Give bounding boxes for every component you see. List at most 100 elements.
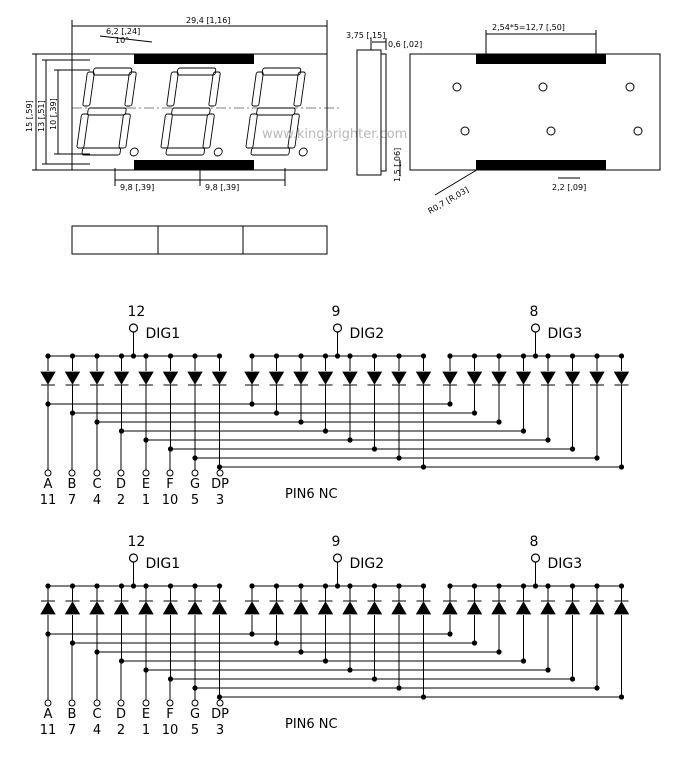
segment-pin-terminal [44, 699, 52, 707]
junction-dot [334, 353, 341, 359]
back-top-pins [476, 54, 606, 64]
diode [589, 371, 605, 385]
common-pin-number: 12 [128, 534, 146, 550]
segment-pin-terminal [117, 469, 125, 477]
segment-pin-terminal [191, 699, 199, 707]
diode [342, 371, 358, 385]
digit-label: DIG2 [350, 326, 385, 342]
diode [113, 601, 130, 615]
diode [515, 371, 532, 385]
common-pin-terminal [530, 323, 541, 333]
segment-outline [251, 71, 264, 107]
diode [244, 371, 260, 385]
common-pin-terminal [128, 323, 139, 333]
common-pin-number: 9 [332, 534, 341, 550]
segment-outline [92, 67, 133, 76]
dim-depth: 3,75 [,15] [346, 31, 385, 40]
segment-outline [171, 107, 211, 116]
diode [540, 371, 556, 385]
front-dimension-labels: 29,4 [1,16] 6,2 [,24] 10° 15 [,59] 13 [,… [25, 16, 239, 192]
segment-outline [81, 147, 121, 156]
segment-name: DP [211, 707, 229, 722]
common-pin-terminal [332, 323, 343, 333]
pin-note: PIN6 NC [285, 717, 338, 732]
diode [466, 601, 483, 615]
segment-name: C [92, 477, 101, 492]
segment-outline [166, 71, 179, 107]
diode [491, 601, 507, 615]
segment-name: F [166, 707, 173, 722]
diode [211, 601, 228, 615]
diode [442, 371, 458, 385]
diode [138, 371, 154, 385]
segment-outline [76, 113, 89, 149]
dim-pin-width: 2,2 [,09] [552, 183, 586, 192]
diode [211, 371, 228, 385]
diode [89, 601, 105, 615]
segment-pin-terminal [68, 699, 76, 707]
common-pin-number: 8 [530, 304, 539, 320]
segment-pin-number: 2 [117, 723, 125, 738]
segment-name: D [116, 477, 126, 492]
diode [162, 601, 179, 615]
digit-label: DIG1 [146, 326, 181, 342]
dim-digit-height: 10 [,39] [49, 98, 58, 130]
segment-pin-terminal [44, 469, 52, 477]
diode [366, 601, 383, 615]
common-pin-number: 8 [530, 534, 539, 550]
segment-outline [87, 107, 127, 116]
segment-pin-terminal [117, 699, 125, 707]
digit-outline-2 [160, 67, 223, 157]
diode [317, 371, 334, 385]
segment-name: DP [211, 477, 229, 492]
diode [187, 601, 203, 615]
dim-pitch-right: 9,8 [,39] [205, 183, 239, 192]
segment-pin-number: 4 [93, 723, 101, 738]
diode [162, 371, 179, 385]
back-bottom-pins [476, 160, 606, 170]
segment-pin-terminal [93, 469, 101, 477]
segment-name: C [92, 707, 101, 722]
back-view [409, 30, 661, 196]
diode [89, 371, 105, 385]
diode [40, 601, 56, 615]
segment-pin-terminal [216, 699, 224, 707]
back-dimension-labels: 2,54*5=12,7 [,50] 2,2 [,09] R0,7 [R,03] [427, 23, 587, 216]
segment-name: B [68, 477, 77, 492]
segment-pin-number: 3 [216, 723, 224, 738]
segment-pin-terminal [191, 469, 199, 477]
digit-glyphs [76, 67, 308, 157]
segment-name: A [44, 707, 53, 722]
dim-slant: 10° [115, 36, 129, 45]
junction-dot [532, 583, 539, 589]
diode [113, 371, 130, 385]
segment-name: E [142, 477, 150, 492]
segment-pin-terminal [166, 469, 174, 477]
dim-lead-thickness: 0,6 [,02] [388, 40, 422, 49]
diode [40, 371, 56, 385]
digit-outline-1 [76, 67, 139, 157]
segment-outline [287, 113, 300, 149]
segment-outline [118, 113, 131, 149]
common-pin-number: 12 [128, 304, 146, 320]
front-bottom-pins [134, 160, 254, 170]
common-pin-terminal [530, 553, 541, 563]
digit-label: DIG3 [548, 556, 583, 572]
segment-outline [176, 67, 217, 76]
diode [138, 601, 154, 615]
front-top-pins [134, 54, 254, 64]
watermark: www.kingbrighter.com [262, 127, 407, 142]
diode [317, 601, 334, 615]
dim-radius: R0,7 [R,03] [427, 185, 471, 215]
diode [366, 371, 383, 385]
segment-pin-terminal [166, 699, 174, 707]
segment-outline [82, 71, 95, 107]
segment-pin-number: 11 [40, 493, 57, 508]
side-dimension-labels: 3,75 [,15] 0,6 [,02] 1,5 [,06] [346, 31, 422, 182]
diode [589, 601, 605, 615]
diode [415, 601, 432, 615]
segment-outline [208, 71, 221, 107]
segment-name: D [116, 707, 126, 722]
digit-label: DIG3 [548, 326, 583, 342]
segment-name: B [68, 707, 77, 722]
